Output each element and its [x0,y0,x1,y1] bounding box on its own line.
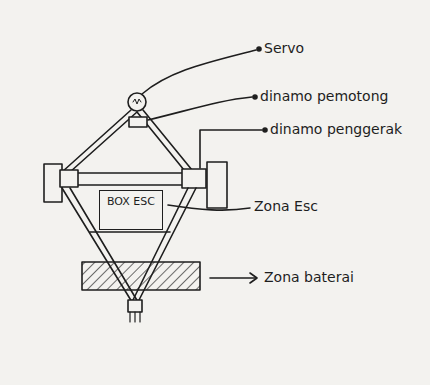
drive-motor [60,170,78,187]
leader-line [142,50,256,94]
servo-mark [133,99,141,104]
leader-line [168,205,250,210]
battery-zone [82,262,200,290]
zone-line [90,231,170,233]
arrow-line [210,277,256,279]
leader-line [148,97,252,120]
esc-box: BOX ESC [99,190,163,230]
arrow-head [250,273,257,283]
leader-dot [257,47,261,51]
frame-bar [62,110,131,172]
part-label: dinamo pemotong [260,88,388,105]
cutter-motor [129,117,147,127]
caster [128,300,142,312]
leader-line [200,130,262,168]
drive-motor [182,169,206,188]
axle-bar [70,173,185,185]
leader-dot [263,128,267,132]
caster-wheel [130,312,140,322]
wheel [207,162,227,208]
part-label: dinamo penggerak [270,121,402,138]
part-label: Zona Esc [254,198,318,215]
frame-bar [70,112,137,172]
leader-dot [253,95,257,99]
part-label: Servo [264,40,304,57]
box-label: BOX ESC [107,191,155,208]
part-label: Zona baterai [264,269,354,286]
servo-symbol [128,93,146,111]
